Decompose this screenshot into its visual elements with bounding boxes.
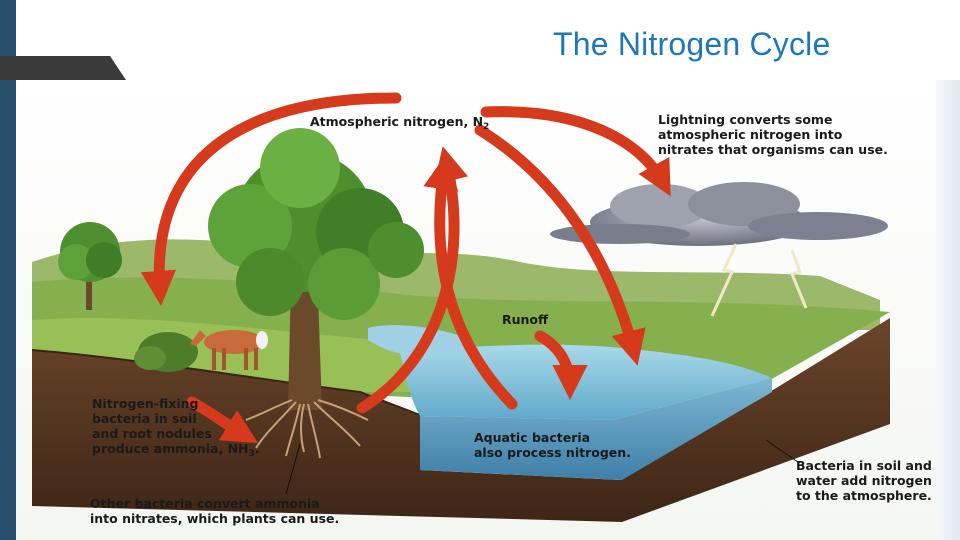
- slide-right-edge-panel: [936, 80, 960, 540]
- label-lightning: Lightning converts some atmospheric nitr…: [658, 112, 888, 157]
- slide-title: The Nitrogen Cycle: [553, 26, 831, 63]
- label-nitrogen-fixing: Nitrogen-fixing bacteria in soil and roo…: [92, 396, 260, 462]
- label-atmospheric-nitrogen: Atmospheric nitrogen, N2: [310, 114, 489, 135]
- slide-tab-shape: [0, 56, 128, 82]
- label-aquatic-bacteria: Aquatic bacteria also process nitrogen.: [474, 430, 631, 460]
- label-bacteria-soil-water: Bacteria in soil and water add nitrogen …: [796, 458, 932, 503]
- label-other-bacteria: Other bacteria convert ammonia into nitr…: [90, 496, 339, 526]
- label-runoff: Runoff: [502, 312, 548, 327]
